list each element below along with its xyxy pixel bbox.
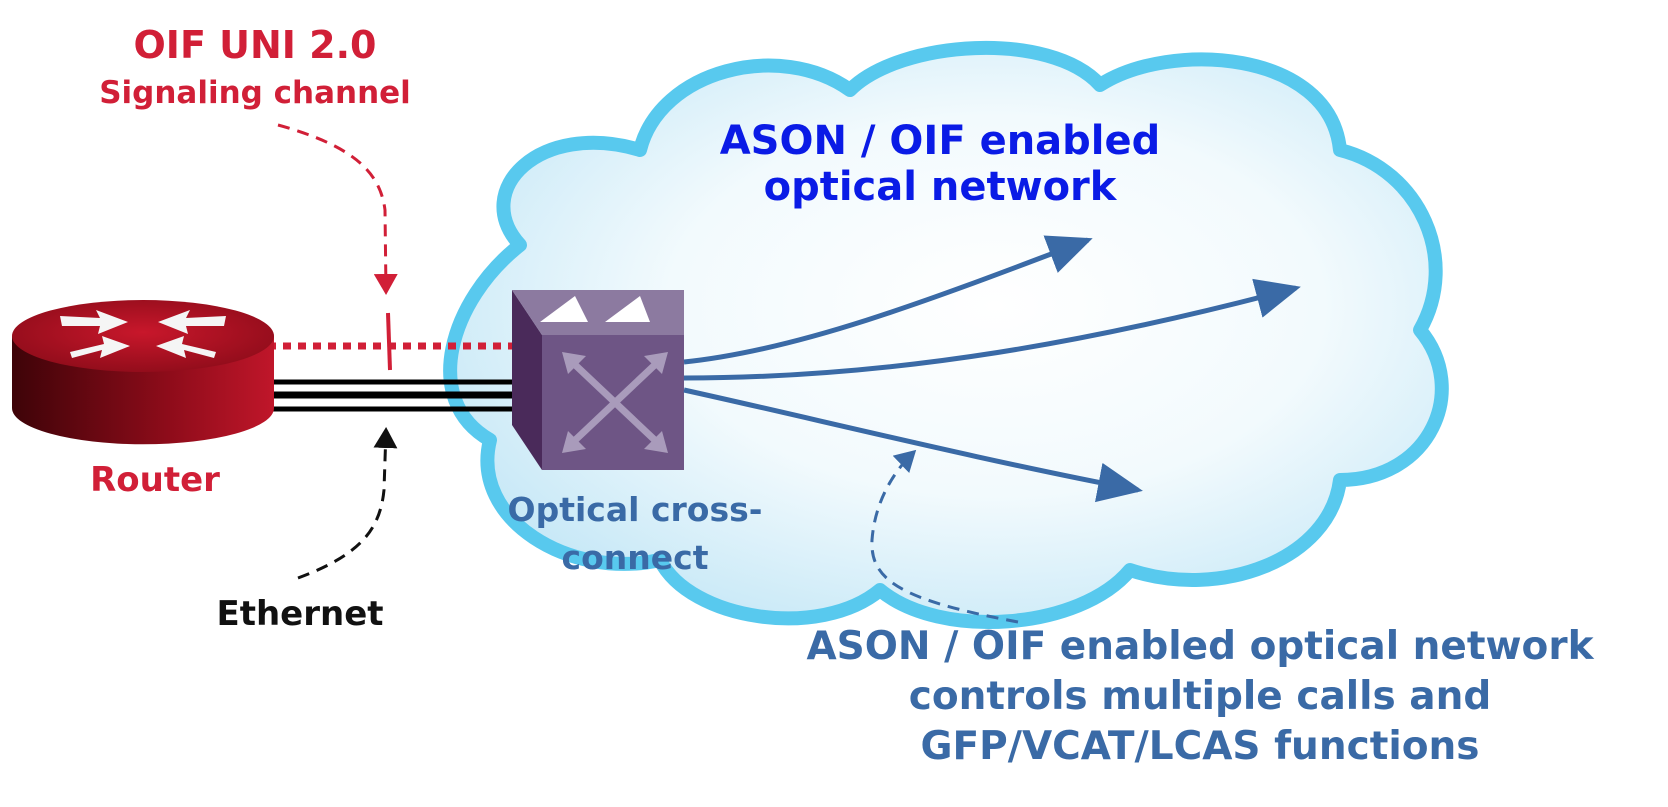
oif-uni-title: OIF UNI 2.0 (133, 23, 377, 67)
cloud-title: ASON / OIF enabled optical network (719, 118, 1161, 210)
router-icon (12, 300, 274, 445)
ethernet-label: Ethernet (216, 594, 384, 634)
ethernet-links (255, 379, 535, 412)
signaling-channel-label: Signaling channel (99, 75, 411, 111)
caption-label: ASON / OIF enabled optical network contr… (806, 624, 1594, 769)
oxc-label: Optical cross-connect (507, 490, 763, 577)
optical-cross-connect-icon (512, 290, 684, 470)
lightpath-arrows (683, 235, 1301, 503)
signaling-pointer (277, 123, 398, 295)
cloud-shape (443, 40, 1449, 629)
router-label: Router (90, 460, 220, 500)
caption-pointer (870, 449, 1019, 624)
ethernet-pointer (297, 427, 398, 580)
